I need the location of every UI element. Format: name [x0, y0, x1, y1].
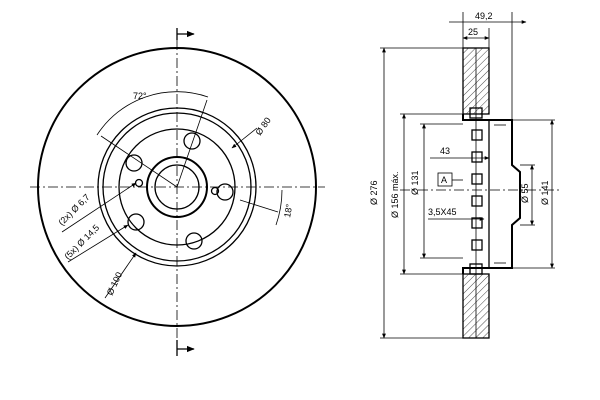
section-arrow-bottom	[176, 340, 195, 356]
bolt-holes	[125, 132, 234, 250]
section-arrow-top	[176, 28, 195, 40]
angle-arc-18	[275, 189, 283, 226]
dia-141-label: Ø 141	[540, 180, 550, 205]
bolt-hole	[127, 213, 145, 231]
center-bore-inner	[154, 164, 200, 210]
friction-ring-inner-edge	[97, 107, 257, 267]
width-total-label: 49,2	[475, 11, 493, 21]
bolt-hole	[185, 232, 203, 250]
vent-slots	[469, 107, 483, 275]
dia-100-label: Ø 100	[105, 270, 124, 296]
angle-18-label: 18°	[282, 203, 294, 219]
bolt-hole	[183, 132, 201, 150]
dia-131-label: Ø 131	[410, 170, 420, 195]
angle-72-label: 72°	[133, 91, 147, 101]
small-hole	[210, 186, 220, 196]
small-hole	[134, 178, 144, 188]
holes-small-label: (2x) Ø 6,7	[56, 192, 91, 227]
angle-arc-72	[96, 91, 209, 136]
bolt-hole	[125, 154, 143, 172]
hat-profile	[462, 114, 521, 274]
disc-outer-edge	[37, 47, 317, 327]
side-view: 49,2 25	[369, 11, 560, 339]
dia-156-label: Ø 156 máx.	[390, 171, 400, 218]
dia-80-label: Ø 80	[253, 115, 272, 137]
width-25-label: 25	[468, 27, 478, 37]
center-bore-outer	[146, 156, 208, 218]
chamfer-label: 3,5X45	[428, 207, 457, 217]
datum-a-label: A	[441, 175, 447, 185]
hat-outer-edge	[102, 112, 252, 262]
bolt-hole	[216, 183, 234, 201]
hub-face	[118, 128, 236, 246]
datum-a-box	[437, 172, 453, 187]
dia-55-label: Ø 55	[520, 183, 530, 203]
dia-276-label: Ø 276	[369, 180, 379, 205]
front-view: 72° Ø 80 18° (2x) Ø 6,7 (5x) Ø 14,5 Ø 10…	[30, 28, 325, 356]
depth-43-label: 43	[440, 146, 450, 156]
